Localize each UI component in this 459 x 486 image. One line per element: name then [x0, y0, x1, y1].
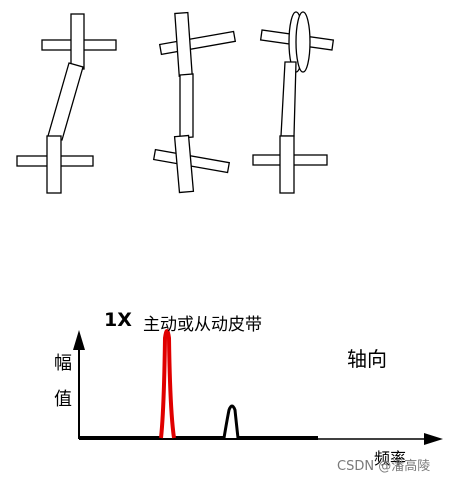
upper-shaft-1 [70, 13, 85, 70]
lower-shaft-3 [279, 135, 295, 194]
twisted-pulley-disc-front [295, 11, 311, 73]
x-axis-label: 频率 [374, 449, 407, 468]
upper-shaft-2 [174, 11, 193, 78]
y-axis-arrow [73, 330, 85, 350]
pulley-setup-2 [152, 11, 237, 194]
y-axis-label-char-1: 幅 [54, 353, 72, 374]
peak-label-belt: 主动或从动皮带 [143, 315, 262, 335]
x-axis-arrow [424, 433, 443, 445]
belt-3 [280, 61, 297, 137]
lower-shaft-1 [46, 135, 62, 194]
direction-label: 轴向 [347, 347, 387, 371]
belt-1 [47, 62, 84, 141]
pulley-setup-3 [252, 11, 335, 194]
lower-shaft-2 [173, 134, 195, 194]
peak-label-1x: 1X [104, 309, 132, 331]
belt-2 [179, 73, 194, 139]
pulley-setup-1 [16, 13, 117, 194]
y-axis-label-char-2: 值 [54, 389, 72, 410]
peak-small [222, 404, 240, 439]
watermark: CSDN @潘高陵 [337, 459, 431, 474]
spectrum-axes [73, 330, 443, 445]
upper-pulley-rim-2 [158, 30, 237, 56]
peak-1x [159, 329, 176, 439]
